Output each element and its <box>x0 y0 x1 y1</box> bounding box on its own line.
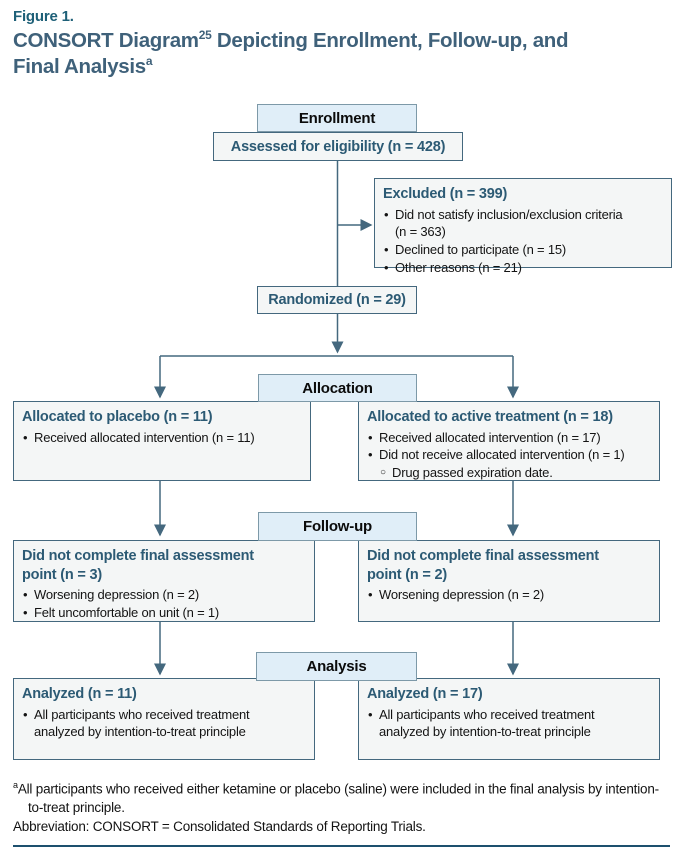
bullet-item: Other reasons (n = 21) <box>383 259 669 277</box>
analyzed-active-bullets: All participants who received treatment … <box>359 704 659 748</box>
randomized-title: Randomized (n = 29) <box>268 292 406 308</box>
followup-active-title: Did not complete final assessment point … <box>367 548 599 583</box>
bullet-item: Declined to participate (n = 15) <box>383 241 669 259</box>
bullet-item: Did not receive allocated intervention (… <box>367 446 657 464</box>
assessed-title: Assessed for eligibility (n = 428) <box>230 138 446 155</box>
abbreviation-note: Abbreviation: CONSORT = Consolidated Sta… <box>13 818 426 834</box>
analyzed-placebo-bullets: All participants who received treatment … <box>14 704 314 748</box>
allocated-placebo-bullets: Received allocated intervention (n = 11) <box>14 427 310 453</box>
allocated-placebo-box: Allocated to placebo (n = 11) Received a… <box>13 401 311 481</box>
figure-label: Figure 1. <box>13 8 74 25</box>
followup-active-bullets: Worsening depression (n = 2) <box>359 584 659 610</box>
excluded-bullets: Did not satisfy inclusion/exclusion crit… <box>375 204 671 284</box>
bullet-item: Did not satisfy inclusion/exclusion crit… <box>383 206 633 242</box>
stage-followup: Follow-up <box>258 512 417 541</box>
randomized-box: Randomized (n = 29) <box>257 286 417 314</box>
bullet-item: Worsening depression (n = 2) <box>367 586 657 604</box>
figure-title-superscript-ref: 25 <box>198 28 212 43</box>
assessed-box: Assessed for eligibility (n = 428) <box>213 132 463 161</box>
figure-title-part1: CONSORT Diagram <box>13 29 199 52</box>
followup-active-box: Did not complete final assessment point … <box>358 540 660 622</box>
allocated-placebo-title: Allocated to placebo (n = 11) <box>22 409 213 425</box>
figure-title-part2: Depicting Enrollment, Follow-up, and <box>211 29 569 52</box>
footnotes: aAll participants who received either ke… <box>13 779 673 836</box>
analyzed-placebo-box: Analyzed (n = 11) All participants who r… <box>13 678 315 760</box>
stage-allocation: Allocation <box>258 374 417 402</box>
analyzed-active-box: Analyzed (n = 17) All participants who r… <box>358 678 660 760</box>
footnote-a: aAll participants who received either ke… <box>13 779 673 817</box>
bullet-item: Received allocated intervention (n = 17) <box>367 429 657 447</box>
sub-bullet-item: Drug passed expiration date. <box>380 464 657 482</box>
excluded-box: Excluded (n = 399) Did not satisfy inclu… <box>374 178 672 277</box>
stage-analysis: Analysis <box>256 652 417 681</box>
bullet-item: All participants who received treatment … <box>22 706 296 742</box>
followup-placebo-title: Did not complete final assessment point … <box>22 548 254 583</box>
allocated-active-bullets: Received allocated intervention (n = 17)… <box>359 427 659 489</box>
footnote-a-marker: a <box>13 780 18 790</box>
figure-title-footnote-ref: a <box>145 54 153 69</box>
allocated-active-box: Allocated to active treatment (n = 18) R… <box>358 401 660 481</box>
bullet-item: All participants who received treatment … <box>367 706 641 742</box>
bullet-item: Felt uncomfortable on unit (n = 1) <box>22 604 312 622</box>
followup-placebo-bullets: Worsening depression (n = 2) Felt uncomf… <box>14 584 314 628</box>
figure-title-part3: Final Analysis <box>13 55 146 78</box>
footnote-a-text: All participants who received either ket… <box>17 781 659 815</box>
excluded-title: Excluded (n = 399) <box>383 186 508 202</box>
bullet-item: Worsening depression (n = 2) <box>22 586 312 604</box>
stage-enrollment: Enrollment <box>257 104 417 132</box>
bottom-rule <box>13 845 670 847</box>
followup-placebo-box: Did not complete final assessment point … <box>13 540 315 622</box>
analyzed-active-title: Analyzed (n = 17) <box>367 686 483 702</box>
analyzed-placebo-title: Analyzed (n = 11) <box>22 686 137 702</box>
allocated-active-title: Allocated to active treatment (n = 18) <box>367 409 613 425</box>
bullet-item: Received allocated intervention (n = 11) <box>22 429 308 447</box>
figure-title: CONSORT Diagram25 Depicting Enrollment, … <box>13 28 653 80</box>
